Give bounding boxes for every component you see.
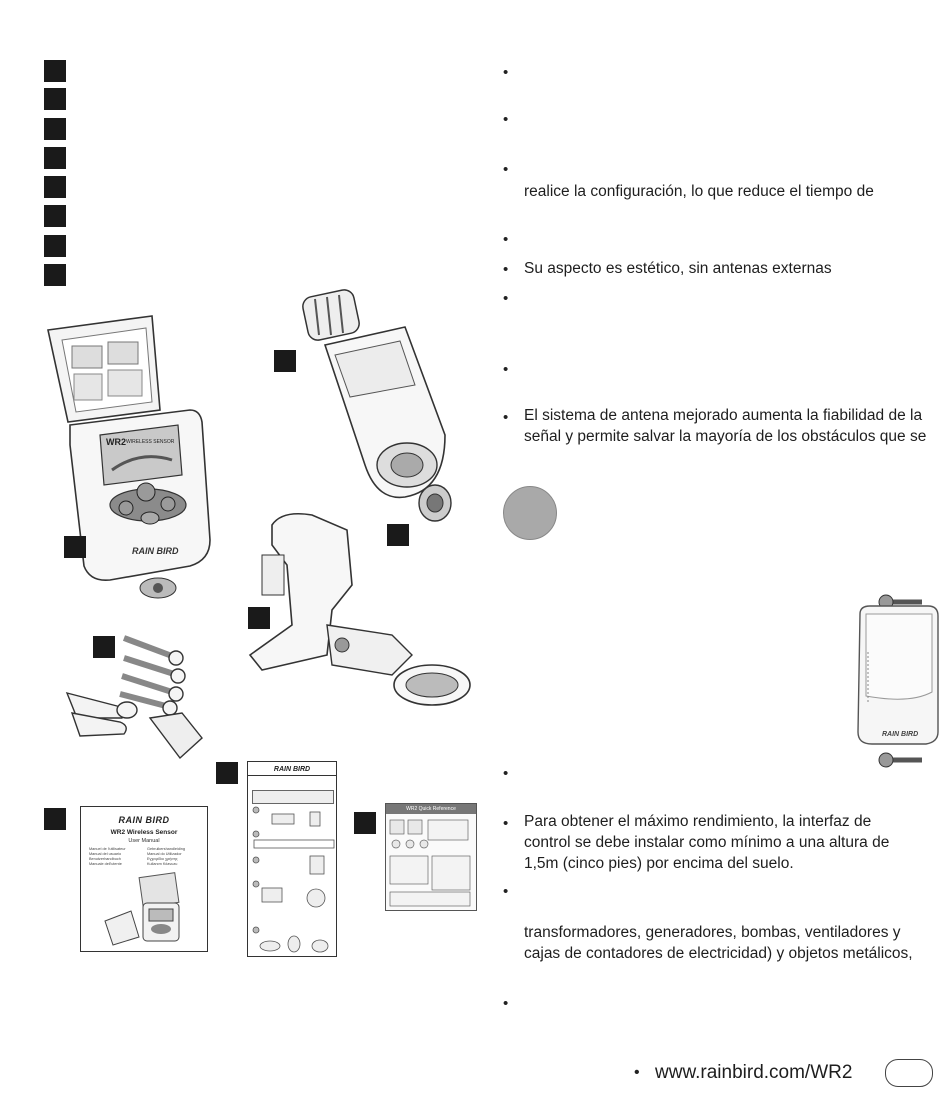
bullet-marker-5: • (503, 261, 509, 278)
wall-mounted-interface-illustration: RAIN BIRD (857, 594, 939, 768)
wall-unit-brand: RAIN BIRD (882, 731, 918, 738)
bullet-text-8b: señal y permite salvar la mayoría de los… (524, 428, 927, 445)
legend-square-bracket (248, 607, 270, 629)
bullet-marker-9: • (503, 765, 509, 782)
bullet-text-11b: cajas de contadores de electricidad) y o… (524, 945, 913, 962)
bullet-text-8a: El sistema de antena mejorado aumenta la… (524, 407, 923, 424)
legend-square-6 (44, 205, 66, 227)
quick-ref-art (389, 819, 471, 907)
controller-tag-text: WIRELESS SENSOR (126, 439, 175, 445)
mounting-bracket-illustration (248, 512, 471, 706)
footer-bullet: • (634, 1064, 640, 1081)
manual-title: WR2 Wireless Sensor (110, 829, 178, 836)
manual-lang-left-3: Benutzerhandbuch (89, 857, 121, 861)
bullet-text-10c: 1,5m (cinco pies) por encima del suelo. (524, 855, 794, 872)
bullet-marker-12: • (503, 995, 509, 1012)
bullet-text-11a: transformadores, generadores, bombas, ve… (524, 924, 901, 941)
bullet-marker-7: • (503, 361, 509, 378)
bullet-marker-11: • (503, 883, 509, 900)
legend-square-cap (387, 524, 409, 546)
bullet-marker-3: • (503, 161, 509, 178)
manual-lang-right-3: Εγχειρίδιο χρήσης (147, 857, 178, 861)
bullet-text-5: Su aspecto es estético, sin antenas exte… (524, 260, 832, 277)
bullet-marker-2: • (503, 111, 509, 128)
legend-square-sensor (274, 350, 296, 372)
quick-ref-title: WR2 Quick Reference (386, 804, 476, 814)
legend-square-1 (44, 60, 66, 82)
legend-square-quick-ref (354, 812, 376, 834)
bullet-text-3: realice la configuración, lo que reduce … (524, 183, 874, 200)
user-manual-cover: RAIN BIRD WR2 Wireless Sensor User Manua… (80, 806, 208, 952)
manual-subtitle: User Manual (128, 838, 160, 844)
controller-brand-text: RAIN BIRD (132, 546, 179, 556)
legend-square-8 (44, 264, 66, 286)
page-number-pill (885, 1059, 933, 1087)
legend-square-7 (44, 235, 66, 257)
quick-reference-card: WR2 Quick Reference (385, 803, 477, 911)
manual-lang-right-1: Gebruikershandleiding (147, 847, 185, 851)
manual-cover-art (104, 872, 180, 946)
controller-model-text: WR2 (106, 437, 126, 447)
legend-square-controller (64, 536, 86, 558)
manual-brand: RAIN BIRD (118, 815, 170, 825)
guide-steps-art (252, 806, 335, 953)
manual-lang-left-2: Manual del usuario (89, 852, 122, 856)
control-interface-illustration: WR2 WIRELESS SENSOR RAIN BIRD (47, 315, 211, 599)
legend-square-5 (44, 176, 66, 198)
legend-square-3 (44, 118, 66, 140)
bullet-text-10a: Para obtener el máximo rendimiento, la i… (524, 813, 872, 830)
sensor-illustration (302, 289, 452, 522)
legend-square-manual (44, 808, 66, 830)
hardware-illustration (65, 635, 203, 760)
bullet-marker-8: • (503, 409, 509, 426)
bullet-marker-1: • (503, 64, 509, 81)
bullet-marker-4: • (503, 231, 509, 248)
bullet-text-10b: control se debe instalar como mínimo a u… (524, 834, 890, 851)
installation-guide: RAIN BIRD (247, 761, 337, 957)
legend-square-guide (216, 762, 238, 784)
manual-lang-right-2: Manual do Utilizador (147, 852, 182, 856)
bullet-marker-10: • (503, 815, 509, 832)
legend-square-2 (44, 88, 66, 110)
legend-square-hardware (93, 636, 115, 658)
manual-lang-left-1: Manuel de l'utilisateur (89, 847, 126, 851)
footer-url[interactable]: www.rainbird.com/WR2 (655, 1062, 853, 1083)
guide-brand: RAIN BIRD (248, 766, 336, 776)
bullet-marker-6: • (503, 290, 509, 307)
section-circle-marker (503, 486, 557, 540)
manual-lang-left-4: Manuale dell'utente (89, 862, 122, 866)
legend-square-4 (44, 147, 66, 169)
manual-lang-right-4: Kullanım Kılavuzu (147, 862, 178, 866)
